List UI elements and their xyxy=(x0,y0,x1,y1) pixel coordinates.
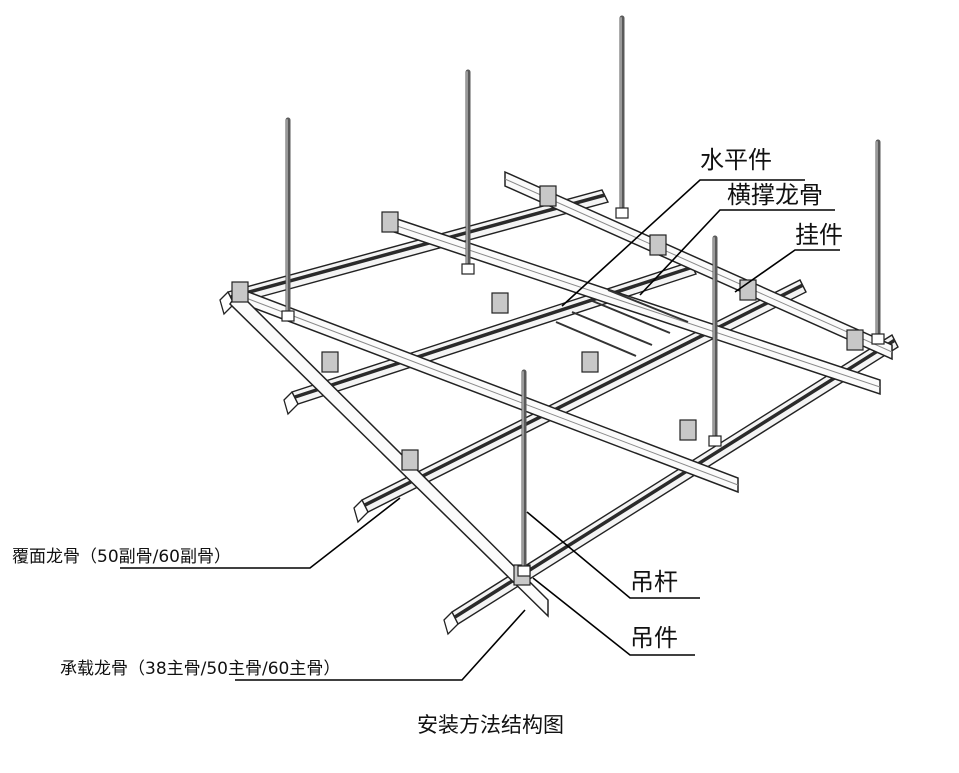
clip-6 xyxy=(649,234,667,256)
cover-keel-groove xyxy=(364,283,804,507)
clip-9 xyxy=(491,292,509,314)
cover-keel-end xyxy=(219,291,235,316)
clip-1 xyxy=(231,281,249,303)
label-horizontal-piece: 水平件 xyxy=(700,146,772,174)
leader-hanger-rod xyxy=(526,511,700,599)
clip-3 xyxy=(401,449,419,471)
bearing-keel-edge xyxy=(237,294,739,486)
cross-brace-keels xyxy=(555,289,689,357)
clip-2 xyxy=(321,351,339,373)
hanger-rod-6 xyxy=(517,369,531,577)
hanger-rod-nut xyxy=(281,310,295,322)
clip-8 xyxy=(846,329,864,351)
leader-cross-brace-keel xyxy=(639,209,835,296)
label-cross-brace-keel: 横撑龙骨 xyxy=(727,181,823,209)
hanger-rods xyxy=(281,15,885,577)
hanger-rod-4 xyxy=(871,139,885,345)
label-suspension-piece: 吊件 xyxy=(630,624,678,652)
cross-brace-2 xyxy=(589,299,671,334)
clip-5 xyxy=(539,185,557,207)
cover-keel-1 xyxy=(219,189,610,316)
label-hanger-piece: 挂件 xyxy=(795,221,843,249)
hanger-rod-nut xyxy=(517,565,531,577)
leader-suspension-piece xyxy=(532,577,695,656)
leader-lines xyxy=(120,179,840,681)
hanger-rod-2 xyxy=(461,69,475,275)
bearing-keel-channels xyxy=(229,170,893,618)
cover-keel-end xyxy=(443,611,459,636)
clip-10 xyxy=(581,351,599,373)
cross-brace-1 xyxy=(607,289,689,323)
leader-cover-keel xyxy=(120,497,401,569)
label-cover-keel: 覆面龙骨（50副骨/60副骨） xyxy=(12,547,231,567)
label-hanger-rod: 吊杆 xyxy=(630,568,678,596)
hanger-rod-1 xyxy=(281,117,295,322)
hanger-rod-5 xyxy=(708,235,722,447)
clip-12 xyxy=(381,211,399,233)
hanger-rod-3 xyxy=(615,15,629,219)
leader-bearing-keel xyxy=(235,609,526,681)
cross-brace-3 xyxy=(571,311,653,346)
hanger-rod-nut xyxy=(871,333,885,345)
cover-keel-end xyxy=(283,391,299,416)
cross-brace-4 xyxy=(555,321,637,357)
cover-keel-3 xyxy=(353,279,807,524)
cover-keel-groove xyxy=(230,193,606,299)
label-bearing-keel: 承载龙骨（38主骨/50主骨/60主骨） xyxy=(60,659,340,679)
cover-keel-groove xyxy=(294,265,694,399)
cover-keel-end xyxy=(353,499,369,524)
diagram-caption: 安装方法结构图 xyxy=(417,713,564,737)
bearing-keel-3 xyxy=(504,170,893,361)
hanger-rod-nut xyxy=(615,207,629,219)
hanger-rod-nut xyxy=(461,263,475,275)
bearing-keel-edge xyxy=(504,178,893,353)
leader-hanger-piece xyxy=(734,249,840,293)
clip-11 xyxy=(679,419,697,441)
leader-horizontal-piece xyxy=(561,179,805,307)
hanger-rod-nut xyxy=(708,435,722,447)
